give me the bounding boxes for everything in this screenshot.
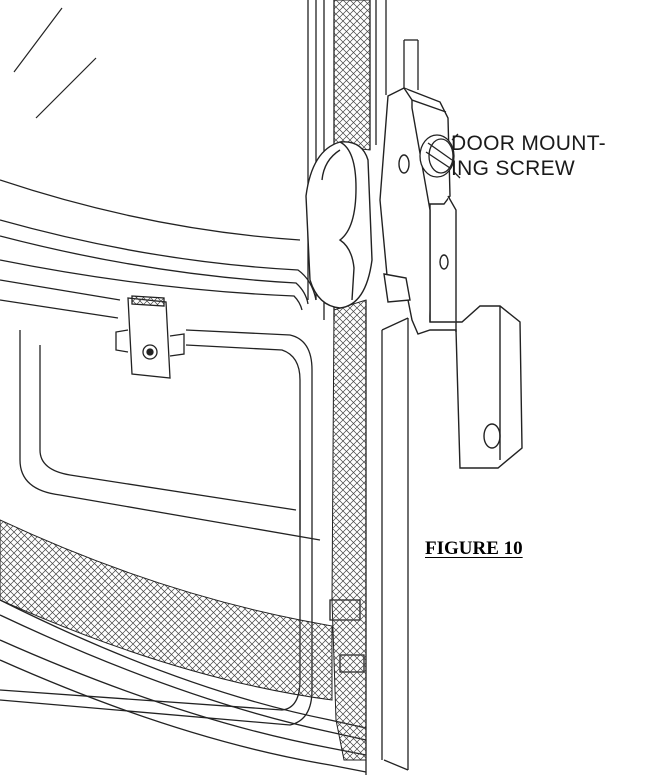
door-frame xyxy=(0,0,419,775)
door-mounting-screw xyxy=(419,133,461,179)
figure-caption: FIGURE 10 xyxy=(425,538,523,559)
door-hinge-hook xyxy=(305,141,373,309)
hinge-bracket xyxy=(379,87,523,469)
callout-line-2: ING SCREW xyxy=(451,157,576,180)
door-gasket xyxy=(0,0,371,761)
callout-line-1: DOOR MOUNT- xyxy=(451,132,606,155)
door-mounting-screw-callout: DOOR MOUNT- ING SCREW xyxy=(451,131,606,181)
glass-clip xyxy=(115,295,185,379)
door-glass xyxy=(13,7,97,119)
